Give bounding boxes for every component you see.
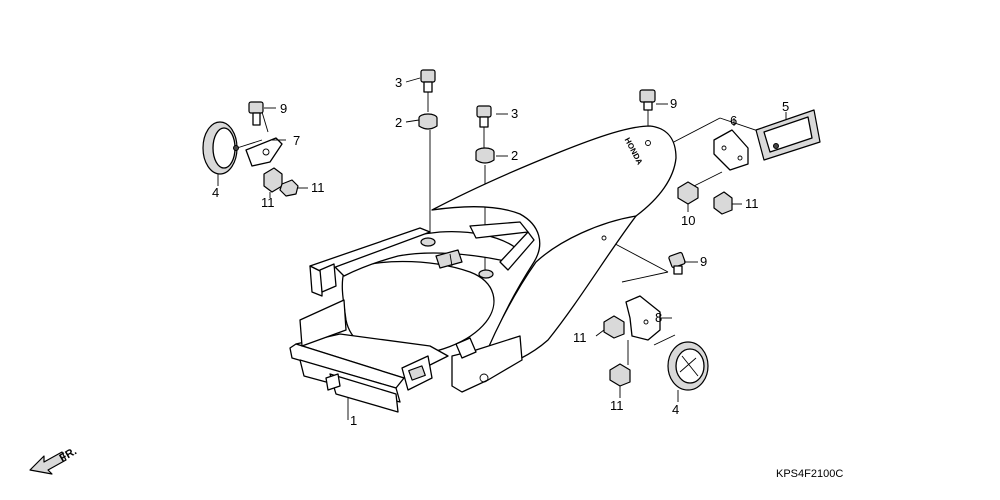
collar-2-left [418, 113, 438, 130]
front-marker-label: FR. [58, 445, 79, 464]
reflector-5 [755, 109, 821, 161]
callout-11-right-a: 11 [573, 330, 587, 345]
nut-11-right-top [713, 191, 733, 215]
callout-7: 7 [293, 133, 300, 148]
diagram-code: KPS4F2100C [776, 468, 843, 480]
stay-6 [713, 129, 749, 171]
callout-11-left-b: 11 [311, 180, 325, 195]
bolt-9-top [639, 89, 656, 111]
callout-11-right-b: 11 [610, 398, 624, 413]
nut-11-right-b [609, 363, 631, 387]
bolt-9-lower [668, 251, 686, 275]
callout-2-left: 2 [395, 115, 402, 130]
bracket-7 [245, 137, 283, 167]
callout-11-right-top: 11 [745, 196, 759, 211]
callout-numbers: 1 2 2 3 3 4 4 5 6 7 8 9 9 9 10 11 11 11 … [212, 75, 789, 428]
callout-3-left: 3 [395, 75, 402, 90]
nut-10 [677, 181, 699, 205]
callout-8: 8 [655, 310, 662, 325]
collar-2-right [475, 147, 495, 164]
nut-11-left-b [279, 179, 299, 197]
callout-11-left-a: 11 [261, 195, 275, 210]
leader-lines [236, 92, 771, 420]
callout-4-left: 4 [212, 185, 219, 200]
callout-leaders [217, 77, 787, 402]
callout-3-right: 3 [511, 106, 518, 121]
stay-8 [625, 295, 661, 341]
callout-10: 10 [681, 213, 695, 228]
bolt-3-left [420, 69, 436, 93]
callout-9-left: 9 [280, 101, 287, 116]
callout-1: 1 [350, 413, 357, 428]
callout-9-top: 9 [670, 96, 677, 111]
bolt-9-left [248, 101, 264, 126]
callout-2-right: 2 [511, 148, 518, 163]
callout-9-lower: 9 [700, 254, 707, 269]
nut-11-right-a [603, 315, 625, 339]
callout-6: 6 [730, 113, 737, 128]
front-direction-arrow [29, 451, 67, 475]
callout-4-right: 4 [672, 402, 679, 417]
callout-5: 5 [782, 99, 789, 114]
nut-11-left-a [263, 167, 283, 193]
reflector-4-left [202, 121, 239, 175]
rear-fender [289, 125, 677, 413]
reflector-4-right [667, 341, 709, 391]
bolt-3-right [476, 105, 492, 128]
